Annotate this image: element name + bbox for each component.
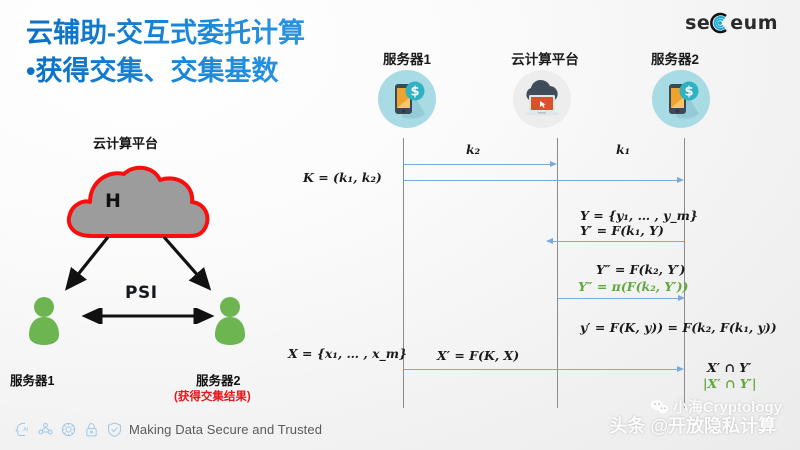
arrow-ydd-line — [558, 298, 679, 299]
arrow-k1-head — [677, 177, 684, 183]
arrow-k1-line — [404, 180, 678, 181]
formula-intersection-cardinality: |X′ ∩ Y′| — [703, 376, 757, 391]
arrow-y-head — [546, 238, 553, 244]
column-header-server2: 服务器2 — [650, 52, 699, 67]
column-header-server1: 服务器1 — [382, 52, 431, 67]
formula-x-prime: X′ = F(K, X) — [437, 348, 520, 363]
person-icon-server2 — [213, 295, 247, 345]
network-people-icon — [37, 421, 54, 438]
ai-head-icon: AI — [14, 421, 31, 438]
cloud-platform-label: 云计算平台 — [93, 136, 159, 151]
arrow-ydd-head — [678, 295, 685, 301]
gear-icon — [60, 421, 77, 438]
logo-text-right: eum — [730, 12, 778, 34]
label-k2: k₂ — [466, 142, 481, 157]
page-title: 云辅助-交互式委托计算 •获得交集、交集基数 — [26, 16, 366, 88]
seceum-signal-icon — [709, 12, 731, 34]
lifeline-cloud — [557, 138, 558, 408]
footer-tagline: Making Data Secure and Trusted — [129, 422, 323, 437]
arrow-x-head — [677, 366, 684, 372]
formula-key-pair: K = (k₁, k₂) — [303, 170, 382, 185]
lock-icon — [83, 421, 100, 438]
smartphone-dollar-icon-server2: $ — [652, 70, 710, 128]
label-k1: k₁ — [616, 142, 631, 157]
watermark-toutiao: 头条 @开放隐私计算 — [609, 416, 776, 436]
footer-bar: AI Maki — [14, 421, 322, 438]
formula-intersection: X′ ∩ Y′ — [707, 360, 752, 375]
formula-y-result: y′ = F(K, y)) = F(k₂, F(k₁, y)) — [580, 320, 777, 335]
svg-text:AI: AI — [23, 427, 28, 433]
cloud-letter-h: H — [105, 190, 121, 212]
formula-y-double-prime-permuted: Y″ = π(F(k₂, Y′)) — [578, 279, 689, 294]
seceum-logo: se eum — [685, 12, 778, 34]
wechat-icon — [650, 399, 669, 413]
title-line-1: 云辅助-交互式委托计算 — [26, 16, 366, 51]
watermark-wechat-text: 小海Cryptology — [672, 399, 782, 416]
arrow-x-line — [404, 369, 678, 370]
person-icon-server1 — [27, 295, 61, 345]
cloud-person-arrows — [65, 235, 212, 291]
formula-x-set: X = {x₁, … , x_m} — [288, 346, 408, 361]
svg-text:$: $ — [684, 85, 693, 100]
formula-y-prime: Y′ = F(k₁, Y) — [580, 223, 664, 238]
result-note: (获得交集结果) — [174, 391, 251, 403]
lifeline-server1 — [403, 138, 404, 408]
psi-label: PSI — [125, 283, 158, 303]
psi-double-arrow — [81, 308, 215, 324]
lifeline-server2 — [684, 138, 685, 408]
cloud-shape — [62, 160, 217, 238]
cloud-laptop-icon — [513, 70, 571, 128]
smartphone-dollar-icon-server1: $ — [378, 70, 436, 128]
arrow-k2-head — [550, 161, 557, 167]
left-label-server2: 服务器2 — [196, 374, 241, 388]
title-line-2: •获得交集、交集基数 — [26, 54, 366, 89]
formula-y-double-prime: Y″ = F(k₂, Y′) — [596, 262, 686, 277]
left-label-server1: 服务器1 — [10, 374, 55, 388]
formula-y-set: Y = {y₁, … , y_m} — [580, 208, 698, 223]
watermark-wechat: 小海Cryptology — [650, 396, 782, 417]
column-header-cloud: 云计算平台 — [511, 52, 579, 67]
arrow-k2-line — [404, 164, 551, 165]
svg-text:$: $ — [410, 85, 419, 100]
shield-check-icon — [106, 421, 123, 438]
logo-text-left: se — [685, 12, 711, 34]
arrow-y-line — [552, 241, 684, 242]
